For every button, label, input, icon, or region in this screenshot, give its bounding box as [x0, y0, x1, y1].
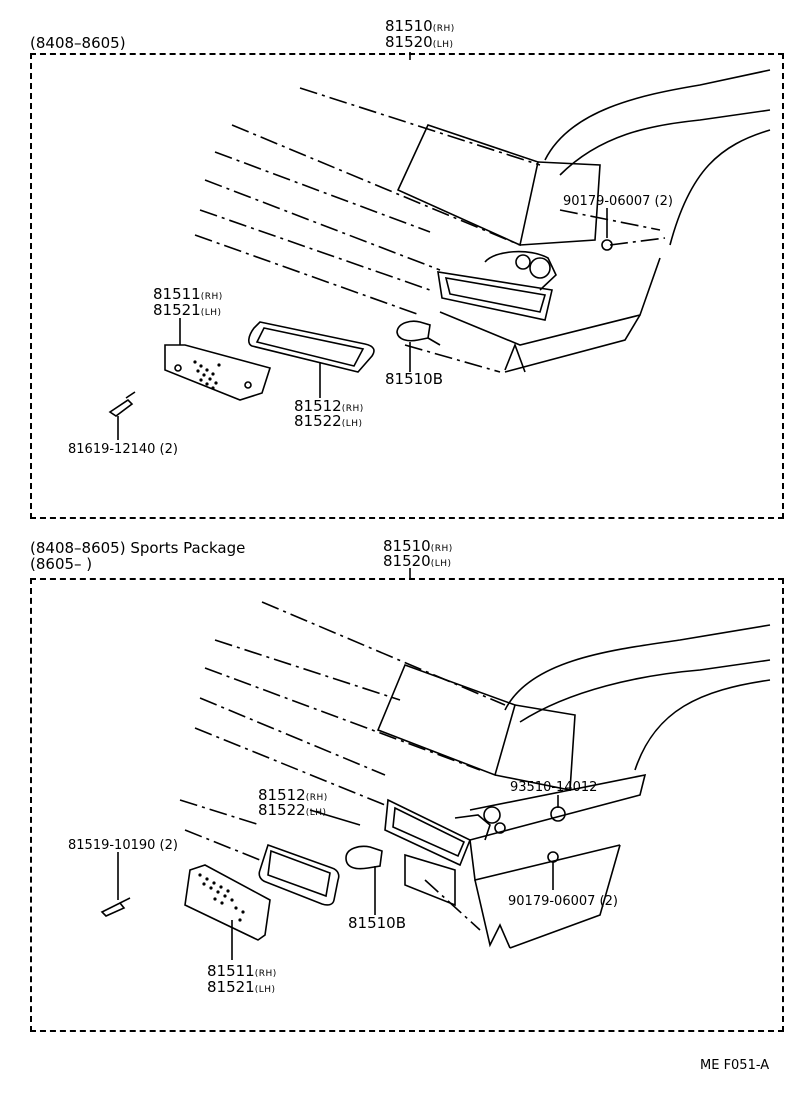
part-number: 81510 — [385, 17, 433, 35]
panel2-screw-part-no: 81519-10190 (2) — [68, 838, 178, 853]
side-marker: (LH) — [432, 40, 454, 50]
panel1-bulb-part-no: 81510B — [385, 370, 444, 388]
panel2-frame — [30, 578, 784, 1032]
panel1-frame — [30, 53, 784, 519]
panel1-lamp-rh-part-no: 81510(RH) — [385, 18, 455, 37]
part-number: 81511 — [153, 285, 201, 303]
part-number: 81521 — [153, 301, 201, 319]
panel1-screw-part-no: 81619-12140 (2) — [68, 442, 178, 457]
part-number: 81521 — [207, 978, 255, 996]
panel2-clip-part-no: 93510-14012 — [510, 780, 598, 795]
side-marker: (LH) — [341, 419, 363, 429]
panel2-lamp-rh-part-no: 81510(RH) — [383, 538, 453, 557]
part-number: 81520 — [383, 552, 431, 570]
side-marker: (RH) — [254, 969, 277, 979]
part-number: 81522 — [294, 412, 342, 430]
part-number: 81512 — [294, 397, 342, 415]
panel1-gasket-rh-part-no: 81512(RH) — [294, 398, 364, 417]
panel2-bulb-part-no: 81510B — [348, 914, 407, 932]
panel1-gasket-lh-part-no: 81522(LH) — [294, 413, 363, 432]
panel1-lens-rh-part-no: 81511(RH) — [153, 286, 223, 305]
panel2-lens-lh-part-no: 81521(LH) — [207, 979, 276, 998]
side-marker: (LH) — [305, 808, 327, 818]
panel2-nut-part-no: 90179-06007 (2) — [508, 894, 618, 909]
panel1-nut-part-no: 90179-06007 (2) — [563, 194, 673, 209]
part-number: 81520 — [385, 33, 433, 51]
panel2-header-line1: (8408–8605) Sports Package — [30, 539, 246, 557]
side-marker: (RH) — [305, 793, 328, 803]
part-number: 81511 — [207, 962, 255, 980]
panel2-lamp-lh-part-no: 81520(LH) — [383, 553, 452, 572]
part-number: 81510 — [383, 537, 431, 555]
side-marker: (LH) — [430, 559, 452, 569]
panel1-header: (8408–8605) — [30, 34, 126, 52]
panel1-lamp-lh-part-no: 81520(LH) — [385, 34, 454, 53]
panel2-lens-rh-part-no: 81511(RH) — [207, 963, 277, 982]
part-number: 81512 — [258, 786, 306, 804]
side-marker: (RH) — [432, 24, 455, 34]
panel2-header-line2: (8605– ) — [30, 555, 93, 573]
panel2-gasket-rh-part-no: 81512(RH) — [258, 787, 328, 806]
panel2-gasket-lh-part-no: 81522(LH) — [258, 802, 327, 821]
diagram-id: ME F051-A — [700, 1058, 770, 1073]
side-marker: (RH) — [341, 404, 364, 414]
side-marker: (LH) — [200, 308, 222, 318]
panel1-lens-lh-part-no: 81521(LH) — [153, 302, 222, 321]
side-marker: (RH) — [200, 292, 223, 302]
part-number: 81522 — [258, 801, 306, 819]
side-marker: (RH) — [430, 544, 453, 554]
side-marker: (LH) — [254, 985, 276, 995]
